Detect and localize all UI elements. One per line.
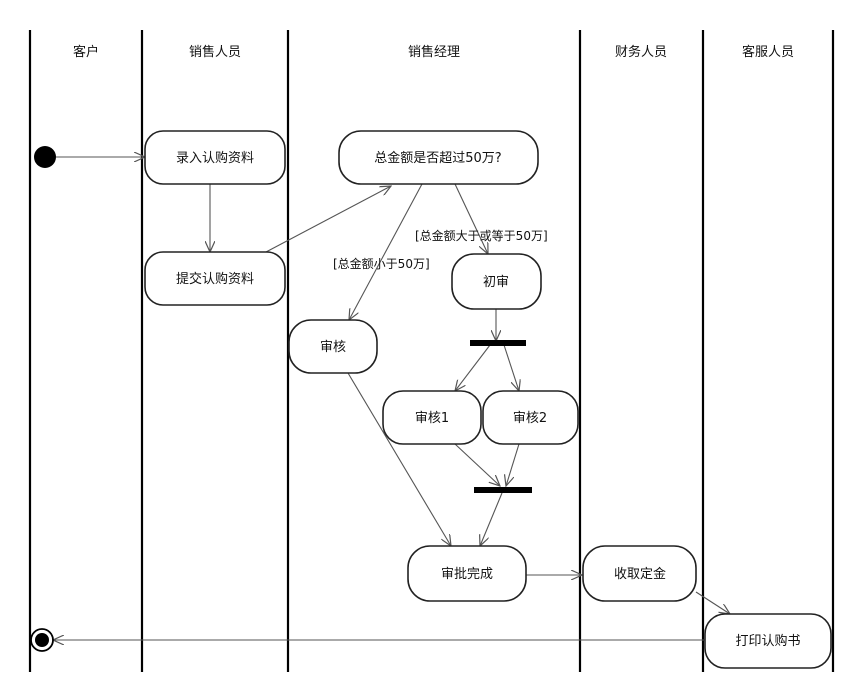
lane-title-customer: 客户 bbox=[73, 44, 99, 60]
guard-ge-50w: [总金额大于或等于50万] bbox=[415, 228, 548, 243]
node-enter-info: 录入认购资料 bbox=[144, 130, 286, 185]
fork-bar bbox=[470, 340, 526, 346]
node-label: 审核1 bbox=[415, 411, 449, 426]
node-review: 审核 bbox=[288, 319, 378, 374]
node-label: 录入认购资料 bbox=[176, 150, 254, 166]
edges bbox=[53, 157, 730, 640]
node-print-contract: 打印认购书 bbox=[704, 613, 832, 669]
node-box bbox=[704, 613, 832, 669]
node-box bbox=[382, 390, 482, 445]
edge-decision-to-review bbox=[349, 183, 423, 320]
node-decision: 总金额是否超过50万? bbox=[338, 130, 539, 185]
edge-review2-to-join bbox=[506, 443, 520, 486]
lane-title-sales: 销售人员 bbox=[189, 44, 241, 60]
node-label: 打印认购书 bbox=[735, 633, 800, 649]
node-label: 审核2 bbox=[513, 411, 547, 426]
node-collect-deposit: 收取定金 bbox=[582, 545, 697, 602]
final-node bbox=[35, 633, 49, 647]
node-label: 提交认购资料 bbox=[176, 271, 254, 287]
node-box bbox=[482, 390, 579, 445]
join-bar bbox=[474, 487, 532, 493]
lane-title-finance: 财务人员 bbox=[615, 44, 667, 60]
edge-review-to-approved bbox=[347, 372, 451, 546]
node-review-2: 审核2 bbox=[482, 390, 579, 445]
edge-fork-to-review1 bbox=[455, 344, 491, 391]
node-box bbox=[451, 253, 542, 310]
lane-title-sales-manager: 销售经理 bbox=[408, 44, 460, 60]
node-label: 审核 bbox=[320, 340, 346, 355]
node-label: 审批完成 bbox=[441, 567, 493, 582]
node-box bbox=[338, 130, 539, 185]
node-approved: 审批完成 bbox=[407, 545, 527, 602]
edge-deposit-to-print bbox=[695, 591, 730, 614]
swimlane-dividers bbox=[28, 30, 835, 672]
node-first-review: 初审 bbox=[451, 253, 542, 310]
node-label: 初审 bbox=[483, 275, 509, 290]
node-box bbox=[144, 130, 286, 185]
node-box bbox=[582, 545, 697, 602]
edge-submit-to-decision bbox=[265, 186, 391, 253]
node-submit-info: 提交认购资料 bbox=[144, 251, 286, 306]
edge-fork-to-review2 bbox=[503, 344, 519, 391]
node-box bbox=[144, 251, 286, 306]
edge-review1-to-join bbox=[454, 443, 500, 486]
node-review-1: 审核1 bbox=[382, 390, 482, 445]
edge-decision-to-first-review bbox=[454, 183, 488, 254]
node-label: 总金额是否超过50万? bbox=[374, 150, 501, 166]
initial-node bbox=[34, 146, 56, 168]
guard-lt-50w: [总金额小于50万] bbox=[333, 256, 430, 271]
node-box bbox=[288, 319, 378, 374]
lane-title-customer-service: 客服人员 bbox=[742, 44, 794, 60]
node-box bbox=[407, 545, 527, 602]
edge-join-to-approved bbox=[480, 492, 503, 546]
node-label: 收取定金 bbox=[614, 566, 666, 582]
